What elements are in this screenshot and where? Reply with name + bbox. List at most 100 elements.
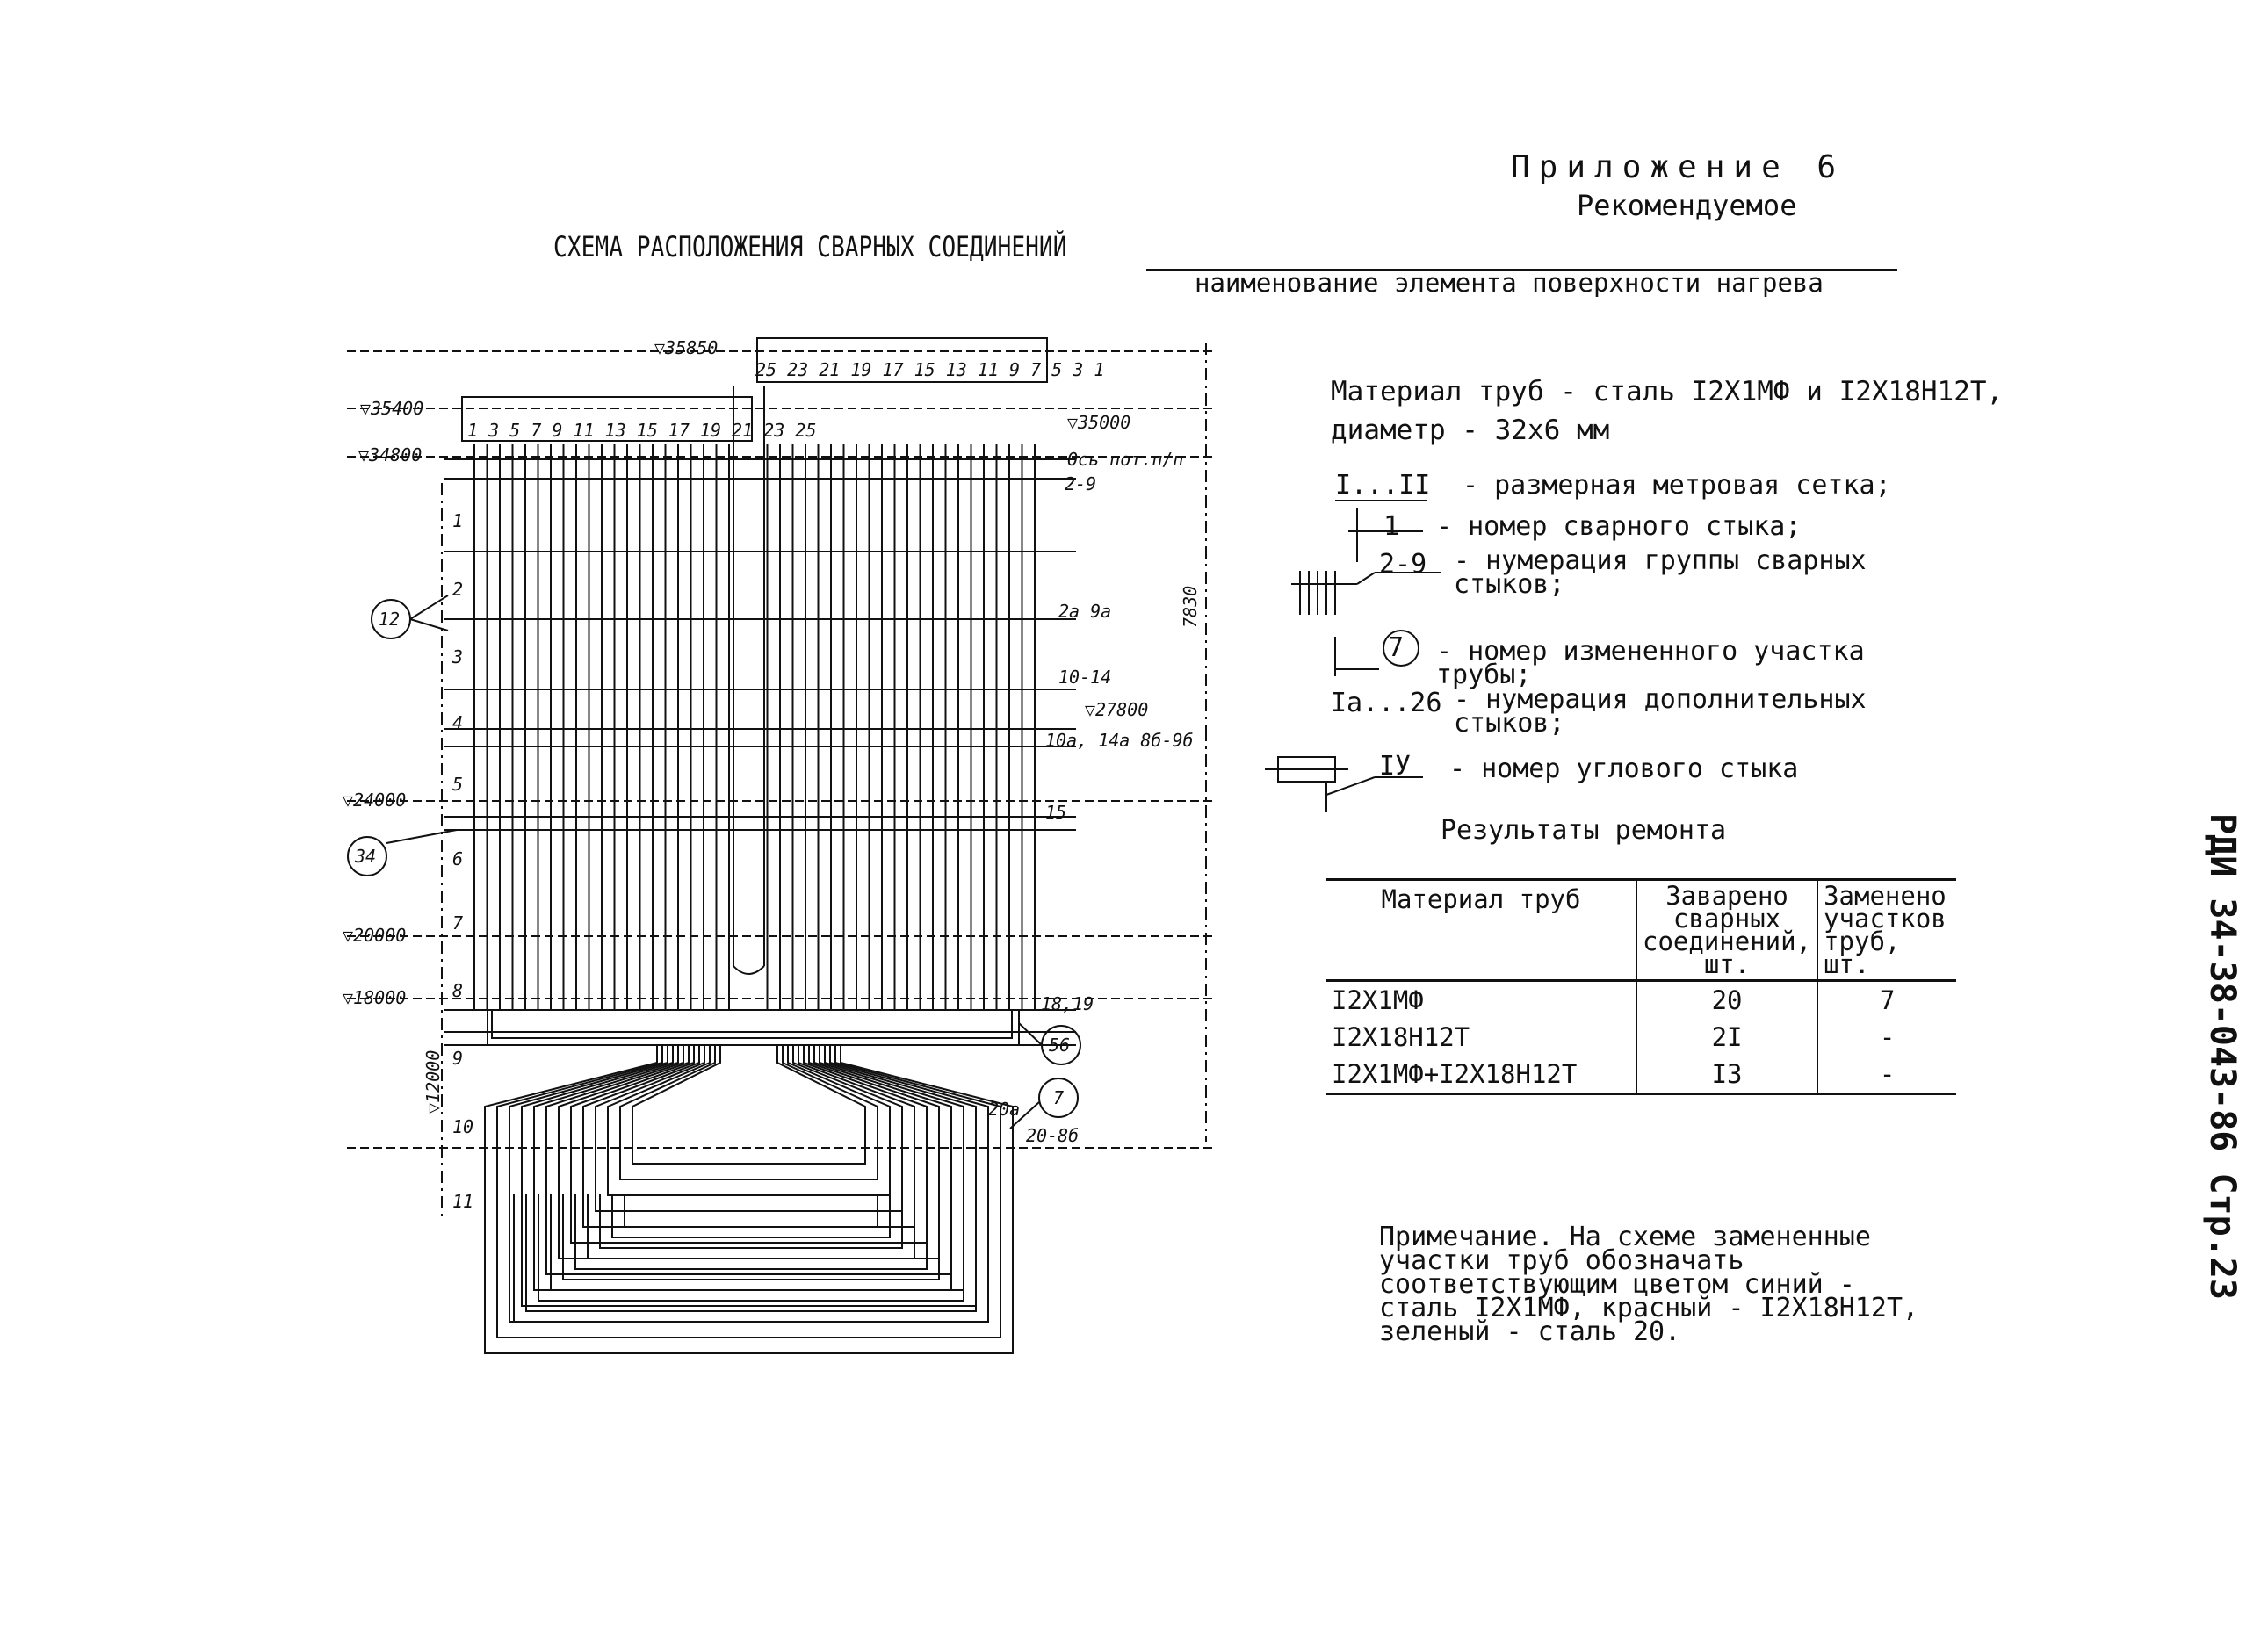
legend-text-extra: - нумерация дополнительных стыков; [1454,684,1867,739]
tube-bend [587,1194,915,1259]
tube-bend [595,1045,903,1212]
header-welded: Заварено сварных соединений, шт. [1635,879,1818,981]
leader-line [1018,1022,1043,1046]
title-underline [1146,269,1897,271]
tube-bend [491,1010,1013,1039]
cell-material: I2Х1МФ+I2Х18Н12Т [1332,1059,1578,1089]
tube-bend [624,1194,878,1228]
legend-text-grid: - размерная метровая сетка; [1463,470,1891,501]
group-label: 2-9 [1065,473,1096,494]
grid-number: 11 [452,1191,473,1212]
callout-circle: 7 [1038,1078,1079,1118]
group-label: 20-8б [1026,1125,1079,1146]
header-replaced: Заменено участков труб, шт. [1817,879,1957,981]
element-caption: наименование элемента поверхности нагрев… [1195,268,1824,298]
diameter-text: диаметр - 32х6 мм [1331,415,1610,446]
elevation-label: ▽35850 [654,337,718,358]
cell-welded: 20 [1635,980,1818,1019]
results-table: Материал труб Заварено сварных соединени… [1326,878,1957,1095]
tube-bend [607,1045,891,1196]
svg-text:56: 56 [1049,1035,1070,1056]
elevation-label: ▽27800 [1085,699,1148,720]
leader-line [409,618,449,631]
elevation-label: ▽34800 [358,444,422,465]
elevation-label: ▽12000 [423,1050,444,1114]
tube-bend [570,1045,928,1244]
tube-bend [521,1045,977,1307]
table-row: I2Х1МФ+I2Х18Н12Т I3 - [1326,1056,1957,1094]
callout-circle: 56 [1041,1025,1081,1065]
slot-end [733,965,765,975]
legend-symbol-grid: I...II [1335,470,1431,501]
dimension-label: 7830 [1180,586,1201,628]
tube-bend [632,1045,866,1165]
grid-number: 5 [452,774,463,795]
legend-text-group: - нумерация группы сварных стыков; [1454,545,1867,600]
tube-bend [484,1045,1014,1354]
legend-symbols [1265,500,1441,812]
svg-text:34: 34 [354,846,376,867]
cell-replaced: - [1817,1056,1957,1094]
group-label: 2а 9а [1058,601,1111,622]
tube-bend [562,1194,940,1280]
grid-number: 3 [451,646,463,667]
grid-number: 6 [452,848,463,869]
axis-label: Ось пот.п/п [1067,449,1183,470]
legend-symbol-group: 2-9 [1379,549,1427,580]
legend-text-changed: - номер измененного участка трубы; [1436,636,1865,690]
table-row: I2Х1МФ 20 7 [1326,980,1957,1019]
table-row: I2Х18Н12Т 2I - [1326,1019,1957,1056]
grid-number: 9 [452,1048,463,1069]
callout-circle: 12 [371,599,411,639]
leader-line [386,829,458,844]
recommended-label: Рекомендуемое [1577,189,1797,222]
grid-number: 4 [452,712,463,733]
group-label: 20а [988,1099,1020,1120]
scheme-title: СХЕМА РАСПОЛОЖЕНИЯ СВАРНЫХ СОЕДИНЕНИЙ [553,230,1067,263]
note-text: Примечание. На схеме замененные участки … [1379,1222,1919,1347]
left-collector-numbers: 1 3 5 7 9 11 13 15 17 19 21 23 25 [467,420,816,441]
tube-bend [538,1194,964,1302]
elevation-label: ▽35400 [360,398,423,419]
tube-bend [599,1194,903,1249]
results-title: Результаты ремонта [1441,815,1727,846]
elevation-label: ▽18000 [343,987,406,1008]
cell-welded: 2I [1635,1019,1818,1056]
group-label: 18,19 [1041,993,1094,1014]
grid-number: 2 [452,579,463,600]
tube-bend [525,1194,977,1312]
grid-number: 1 [452,510,463,531]
tube-bend [496,1045,1001,1338]
group-label: 10-14 [1058,667,1111,688]
tube-bend [574,1194,928,1270]
group-label: 15 [1045,802,1066,823]
group-label: 10а, 14а 8б-9б [1045,730,1194,751]
legend-symbol-joint: 1 [1383,511,1400,542]
appendix-title: Приложение 6 [1511,149,1845,185]
cell-replaced: 7 [1817,980,1957,1019]
elevation-label: ▽35000 [1067,412,1130,433]
grid-number: 8 [452,980,463,1001]
svg-text:7: 7 [1053,1087,1064,1108]
leader-line [1009,1101,1040,1129]
results-header-row: Материал труб Заварено сварных соединени… [1326,879,1957,981]
cell-replaced: - [1817,1019,1957,1056]
tube-bend [550,1194,952,1291]
tube-bend [487,1010,1020,1046]
elevation-label: ▽20000 [343,925,406,946]
cell-material: I2Х1МФ [1332,985,1424,1015]
tube-bend [611,1194,891,1238]
top-collector [756,337,1048,383]
left-collector [461,396,753,442]
top-collector-numbers: 25 23 21 19 17 15 13 11 9 7 5 3 1 [755,359,1104,380]
cell-welded: I3 [1635,1056,1818,1094]
tube-bend [545,1045,952,1275]
legend-symbol-changed: 7 [1388,632,1405,663]
callout-circle: 34 [347,836,387,876]
leader-line [409,595,449,620]
legend-symbol-extra: Iа...26 [1331,688,1442,718]
svg-text:12: 12 [379,609,400,630]
legend-text-corner: - номер углового стыка [1449,754,1799,784]
material-text: Материал труб - сталь I2Х1МФ и I2Х18Н12Т… [1331,376,2004,408]
cell-material: I2Х18Н12Т [1332,1022,1470,1052]
